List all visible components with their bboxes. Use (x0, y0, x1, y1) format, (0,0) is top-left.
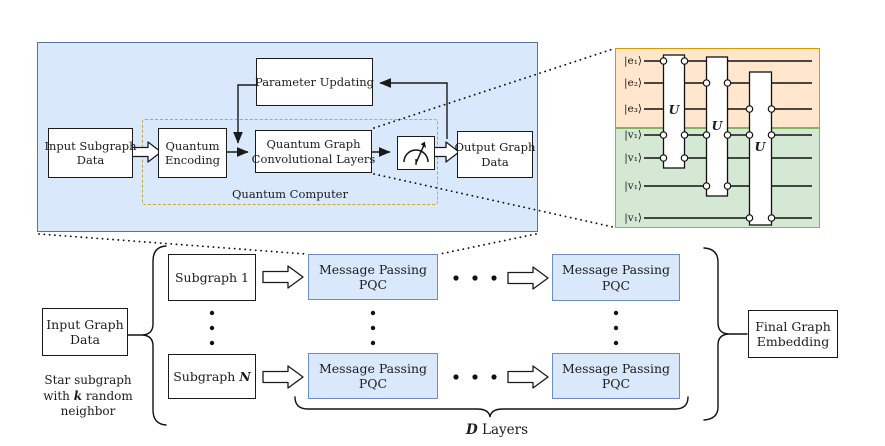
k-symbol: k (73, 388, 83, 403)
n-symbol: N (239, 368, 251, 384)
caption-line2-pre: with (43, 388, 74, 403)
qubit-label-v1-a: |v₁⟩ (624, 129, 642, 141)
feedback-line-to-param (379, 78, 448, 139)
caption-line2-post: random (82, 388, 133, 403)
box-label: Quantum (165, 138, 220, 153)
measurement-box (397, 136, 435, 170)
caption-line1: Star subgraph (44, 373, 132, 387)
right-brace (703, 247, 729, 421)
u-gate-3-label: U (754, 139, 766, 154)
box-label: Message Passing (318, 261, 428, 277)
star-subgraph-caption: Star subgraph with k random neighbor (26, 373, 150, 420)
output-graph-data-box: Output Graph Data (454, 131, 536, 178)
box-label: Data (481, 154, 509, 169)
subgraph-n-pre: Subgraph (173, 368, 240, 384)
u-gate-1 (662, 54, 686, 169)
u-gate-2-label: U (711, 118, 723, 133)
horizontal-ellipsis-row2 (453, 374, 497, 380)
d-layers-underbrace (294, 396, 689, 418)
layers-text: Layers (477, 422, 529, 438)
block-arrow-measure-to-output (433, 141, 460, 163)
qubit-label-e2: |e₂⟩ (623, 77, 642, 89)
box-label: Message Passing (561, 262, 671, 278)
input-graph-data-box: Input Graph Data (42, 308, 128, 356)
box-label: PQC (358, 376, 388, 391)
box-label: PQC (601, 376, 631, 391)
quantum-computer-dashed-boundary (142, 119, 438, 205)
ellipsis-dots (209, 275, 619, 380)
box-label: Embedding (756, 334, 830, 349)
u-gate-1-label: U (668, 102, 680, 117)
quantum-encoding-box: Quantum Encoding (158, 128, 227, 178)
vertical-ellipsis-subgraphs (209, 310, 215, 346)
box-label: PQC (358, 277, 388, 292)
parameter-updating-box: Parameter Updating (254, 58, 375, 106)
qubit-label-v1-b: |v₁⟩ (624, 152, 642, 164)
box-label: Data (76, 153, 105, 167)
braces (127, 245, 748, 426)
qubit-label-v1-c: |v₁⟩ (624, 180, 642, 192)
dotted-conv-to-circuit-bottom (373, 173, 614, 228)
quantum-graph-conv-layers-box: Quantum Graph Convolutional Layers (252, 130, 375, 173)
vertical-ellipsis-pqc-col1 (370, 310, 376, 346)
box-label: Output Graph (454, 140, 536, 155)
zoom-dotted-lines (38, 48, 614, 255)
box-label: Input Subgraph (44, 138, 137, 153)
u-gate-3 (748, 71, 773, 226)
block-arrow-subgraph1-to-pqc (262, 265, 304, 289)
message-passing-pqc-box-1: Message Passing PQC (308, 254, 438, 300)
block-arrows (131, 141, 549, 389)
param-update-line (233, 84, 256, 144)
d-symbol: D (465, 422, 478, 438)
box-label: Final Graph (755, 318, 831, 334)
dotted-panel-to-pqc-right (439, 233, 537, 255)
pipeline-arrows (227, 78, 448, 157)
box-label: Input Graph (46, 316, 124, 332)
message-passing-pqc-box-4: Message Passing PQC (552, 353, 680, 399)
horizontal-ellipsis-row1 (453, 275, 497, 281)
box-label: Message Passing (318, 360, 428, 376)
qubit-label-e1: |e₁⟩ (623, 55, 642, 67)
final-graph-embedding-box: Final Graph Embedding (748, 310, 838, 358)
gate-bubbles (659, 57, 776, 222)
message-passing-pqc-box-2: Message Passing PQC (308, 353, 438, 399)
qubit-label-e3: |e₃⟩ (623, 103, 642, 115)
dotted-panel-to-pqc-left (38, 233, 307, 255)
box-label: Subgraph N (173, 369, 251, 384)
box-label: Encoding (165, 153, 220, 167)
box-label: PQC (601, 277, 631, 293)
input-subgraph-data-box: Input Subgraph Data (44, 128, 137, 178)
qubit-label-v1-d: |v₁⟩ (624, 212, 642, 224)
u-gate-2 (705, 56, 729, 197)
vertical-ellipsis-pqc-col2 (613, 310, 619, 346)
block-arrow-subgraphN-to-pqc (262, 365, 304, 389)
d-layers-label: D Layers (437, 422, 557, 438)
block-arrow-input-to-encoding (131, 141, 162, 163)
box-label: Data (70, 332, 100, 347)
box-label: Convolutional Layers (251, 151, 376, 166)
subgraph-n-box: Subgraph N (168, 354, 256, 399)
block-arrow-dots-to-pqc-row1 (507, 266, 549, 290)
subgraph-1-box: Subgraph 1 (168, 254, 256, 301)
left-brace (142, 245, 167, 426)
measurement-gauge-icon (403, 141, 429, 165)
box-label: Parameter Updating (254, 74, 375, 89)
block-arrow-dots-to-pqc-row2 (507, 365, 549, 389)
quantum-computer-label: Quantum Computer (231, 187, 348, 201)
box-label: Quantum Graph (266, 137, 361, 152)
box-label: Message Passing (561, 360, 671, 376)
dotted-conv-to-circuit-top (373, 48, 614, 129)
message-passing-pqc-box-3: Message Passing PQC (552, 254, 680, 301)
caption-line3: neighbor (60, 404, 116, 418)
box-label: Subgraph 1 (174, 269, 250, 285)
u-gates (662, 54, 773, 226)
